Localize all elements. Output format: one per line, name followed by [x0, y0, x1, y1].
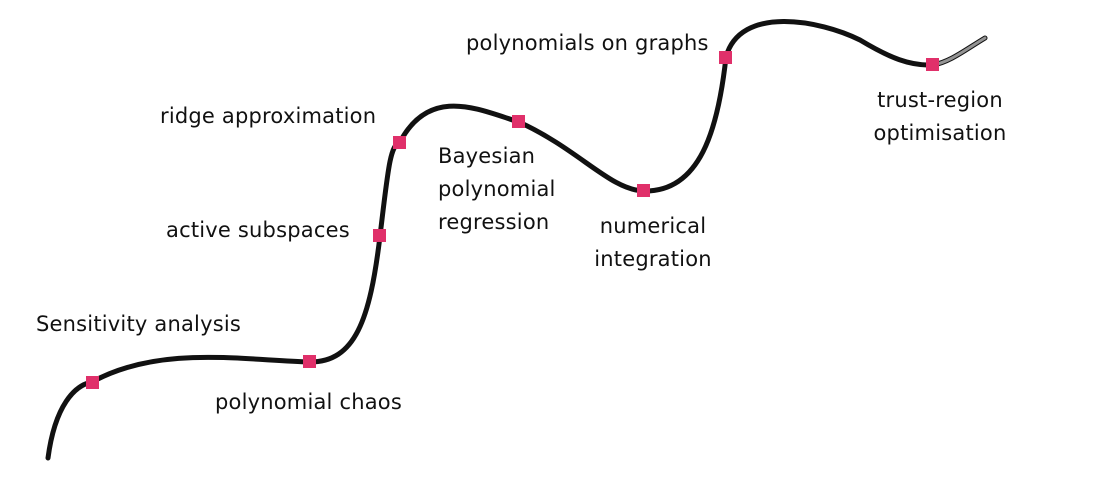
milestone-label-bayesian-line-2: polynomial	[438, 177, 556, 201]
milestone-label-trust-line-2: optimisation	[873, 121, 1007, 145]
milestone-label-active: active subspaces	[166, 218, 350, 242]
milestone-marker-sensitivity	[86, 376, 99, 389]
milestone-label-integration-line-1: numerical	[599, 214, 707, 238]
milestone-label-sensitivity: Sensitivity analysis	[36, 312, 242, 336]
milestone-label-integration-line-2: integration	[594, 247, 712, 271]
milestone-marker-graphs	[719, 51, 732, 64]
milestone-label-bayesian: Bayesian polynomial regression	[438, 140, 556, 239]
milestone-label-trust-line-1: trust-region	[877, 88, 1003, 112]
milestone-label-integration: numerical integration	[583, 210, 723, 276]
milestone-label-bayesian-line-1: Bayesian	[438, 144, 536, 168]
milestone-marker-ridge	[393, 136, 406, 149]
milestone-marker-trust	[926, 58, 939, 71]
roadmap-curve	[45, 19, 988, 461]
milestone-marker-bayesian	[512, 115, 525, 128]
milestone-marker-integration	[637, 184, 650, 197]
milestone-marker-chaos	[303, 355, 316, 368]
milestone-label-trust: trust-region optimisation	[865, 84, 1015, 150]
milestone-label-graphs: polynomials on graphs	[466, 31, 709, 55]
milestone-label-ridge: ridge approximation	[160, 104, 377, 128]
milestone-marker-active	[373, 229, 386, 242]
milestone-label-chaos: polynomial chaos	[215, 390, 402, 414]
milestone-label-bayesian-line-3: regression	[438, 210, 550, 234]
